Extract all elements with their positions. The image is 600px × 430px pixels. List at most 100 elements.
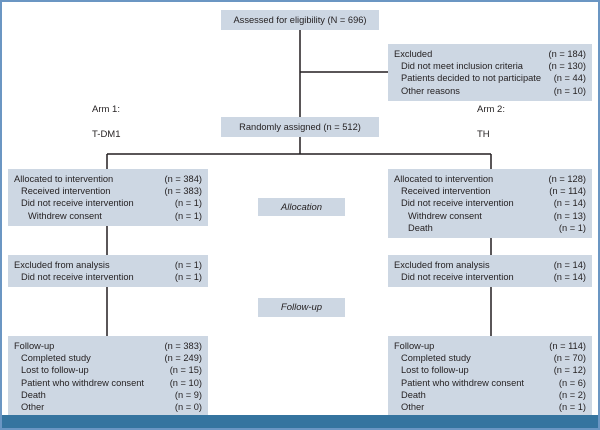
arm2-allocation-box: Allocated to intervention(n = 128)Receiv… (388, 169, 592, 239)
row-value: (n = 13) (553, 210, 586, 221)
box-row: Death (n = 1) (394, 222, 586, 234)
box-row: Completed study (n = 249) (14, 352, 202, 364)
row-label: Completed study (401, 353, 471, 364)
box-row: Patient who withdrew consent (n = 10) (14, 377, 202, 389)
row-label: Patient who withdrew consent (21, 377, 144, 388)
row-label: Death (21, 389, 46, 400)
row-label: Other (401, 402, 425, 413)
row-value: (n = 128) (548, 174, 586, 184)
row-value: (n = 383) (164, 341, 202, 351)
box-row: Did not receive intervention (n = 1) (14, 197, 202, 209)
row-label: Lost to follow-up (21, 365, 89, 376)
arm1-allocation-box: Allocated to intervention(n = 384)Receiv… (8, 169, 208, 226)
row-label: Did not receive intervention (401, 272, 514, 283)
row-value: (n = 1) (174, 198, 202, 209)
randomized-text: Randomly assigned (n = 512) (239, 122, 361, 132)
row-label: Allocated to intervention (394, 174, 494, 184)
box-row: Did not receive intervention (n = 14) (394, 197, 586, 209)
row-label: Received intervention (401, 186, 491, 197)
box-row: Death(n = 9) (14, 389, 202, 401)
row-value: (n = 14) (553, 198, 586, 209)
row-value: (n = 0) (174, 402, 202, 413)
allocation-stage-text: Allocation (280, 201, 323, 213)
arm2-excluded-analysis-box: Excluded from analysis(n = 14)Did not re… (388, 255, 592, 288)
row-value: (n = 15) (169, 365, 202, 376)
row-value: (n = 14) (553, 272, 586, 283)
box-row: Death (n = 2) (394, 389, 586, 401)
box-row: Withdrew consent(n = 1) (14, 210, 202, 222)
row-label: Withdrew consent (28, 210, 102, 221)
bottom-accent-bar (2, 415, 598, 428)
row-label: Received intervention (21, 186, 111, 197)
assessed-eligibility-text: Assessed for eligibility (N = 696) (233, 15, 367, 25)
row-label: Did not receive intervention (21, 198, 134, 209)
row-value: (n = 1) (558, 222, 586, 233)
row-label: Follow-up (14, 341, 55, 351)
box-row: Withdrew consent (n = 13) (394, 210, 586, 222)
box-row: Follow-up (n = 114) (394, 340, 586, 352)
row-label: Death (408, 222, 433, 233)
row-label: Patient who withdrew consent (401, 377, 524, 388)
box-row: Did not receive intervention (n = 1) (14, 271, 202, 283)
row-value: (n = 1) (174, 260, 202, 270)
allocation-stage-label: Allocation (258, 198, 345, 216)
arm1-treatment-label: T-DM1 (92, 129, 121, 140)
box-row: Received intervention (n = 114) (394, 185, 586, 197)
box-row: Other (n = 0) (14, 401, 202, 413)
row-label: Completed study (21, 353, 91, 364)
box-row: Lost to follow-up (n = 15) (14, 364, 202, 376)
followup-stage-text: Follow-up (280, 302, 323, 313)
box-row: Patients decided to not participate(n = … (394, 72, 586, 84)
row-value: (n = 1) (174, 272, 202, 283)
arm1-label: Arm 1: (92, 104, 120, 115)
excluded-box: Excluded(n = 184)Did not meet inclusion … (388, 44, 592, 101)
box-row: Did not meet inclusion criteria(n = 130) (394, 60, 586, 72)
row-value: (n = 114) (549, 186, 586, 197)
row-value: (n = 1) (558, 402, 586, 413)
row-label: Did not receive intervention (21, 272, 134, 283)
row-label: Did not receive intervention (401, 198, 514, 209)
row-value: (n = 14) (553, 260, 586, 270)
row-value: (n = 12) (553, 365, 586, 376)
box-row: Lost to follow-up (n = 12) (394, 364, 586, 376)
box-row: Excluded from analysis (n = 14) (394, 259, 586, 271)
randomized-box: Randomly assigned (n = 512) (221, 117, 379, 137)
row-label: Other reasons (401, 85, 460, 96)
row-label: Withdrew consent (408, 210, 482, 221)
assessed-eligibility-box: Assessed for eligibility (N = 696) (221, 10, 379, 30)
arm2-treatment-label: TH (477, 129, 490, 140)
box-row: Excluded (n = 184) (394, 48, 586, 60)
row-label: Excluded (394, 49, 433, 59)
arm1-followup-box: Follow-up (n = 383) Completed study (n = 24… (8, 336, 208, 418)
box-row: Patient who withdrew consent (n = 6) (394, 377, 586, 389)
box-row: Did not receive intervention (n = 14) (394, 271, 586, 283)
row-value: (n = 384) (164, 174, 202, 184)
row-value: (n = 10) (169, 377, 202, 388)
box-row: Other reasons (n = 10) (394, 85, 586, 97)
row-label: Patients decided to not participate (401, 73, 542, 84)
row-label: Other (21, 402, 45, 413)
row-label: Excluded from analysis (394, 260, 490, 270)
followup-stage-label: Follow-up (258, 298, 345, 317)
row-value: (n = 2) (558, 389, 586, 400)
row-label: Follow-up (394, 341, 435, 351)
row-value: (n = 114) (549, 341, 586, 351)
row-value: (n = 10) (553, 85, 586, 96)
box-row: Excluded from analysis(n = 1) (14, 259, 202, 271)
row-value: (n = 184) (548, 49, 586, 59)
row-label: Death (401, 389, 426, 400)
arm2-label: Arm 2: (477, 104, 505, 115)
box-row: Received intervention (n = 383) (14, 185, 202, 197)
arm2-followup-box: Follow-up(n = 114)Completed study(n = 70… (388, 336, 592, 418)
arm1-excluded-analysis-box: Excluded from analysis(n = 1)Did not rec… (8, 255, 208, 288)
row-label: Lost to follow-up (401, 365, 469, 376)
row-label: Did not meet inclusion criteria (401, 61, 523, 72)
row-value: (n = 249) (164, 353, 202, 364)
box-row: Allocated to intervention(n = 384) (14, 173, 202, 185)
box-row: Follow-up (n = 383) (14, 340, 202, 352)
box-row: Allocated to intervention (n = 128) (394, 173, 586, 185)
row-value: (n = 6) (558, 377, 586, 388)
row-value: (n = 383) (164, 186, 202, 197)
